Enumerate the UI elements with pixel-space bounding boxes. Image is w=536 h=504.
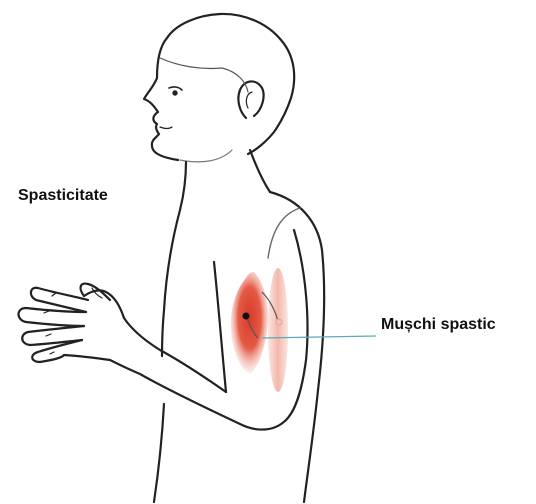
- forearm-outline: [110, 360, 286, 430]
- diagram-title: Spasticitate: [18, 187, 108, 205]
- chest-outline: [162, 210, 180, 356]
- spastic-muscle-label: Mușchi spastic: [381, 316, 496, 334]
- ear-outline: [238, 81, 263, 118]
- muscle-marker: [243, 313, 250, 320]
- upper-arm-outline: [214, 262, 226, 392]
- neck-outline: [180, 162, 186, 210]
- relaxed-muscle: [268, 268, 288, 392]
- relaxed-marker: [276, 319, 282, 325]
- head-outline: [144, 14, 294, 160]
